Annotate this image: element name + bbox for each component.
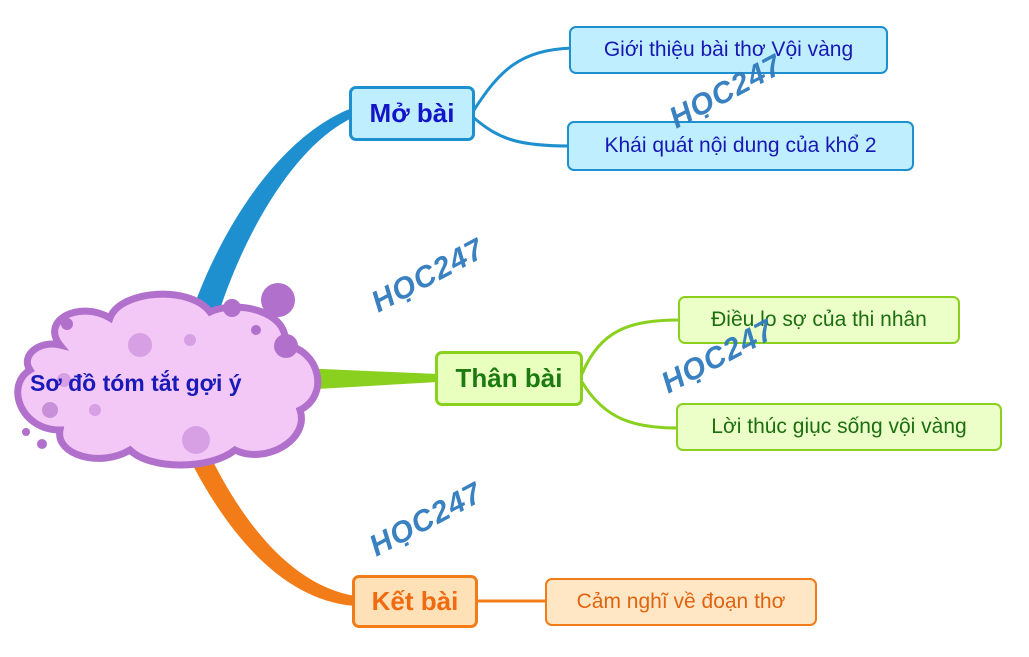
- branch-ket-bai[interactable]: Kết bài: [352, 575, 478, 628]
- connector-than-bai: [300, 368, 438, 390]
- leaf-loi-thuc-giuc-label: Lời thúc giục sống vội vàng: [711, 415, 967, 438]
- branch-ket-bai-label: Kết bài: [371, 586, 459, 616]
- leaf-khai-quat[interactable]: Khái quát nội dung của khổ 2: [567, 121, 914, 171]
- central-cloud: [14, 283, 322, 469]
- leaf-dieu-lo-so-label: Điều lo sợ của thi nhân: [711, 308, 927, 331]
- branch-mo-bai-label: Mở bài: [369, 98, 455, 128]
- branch-than-bai-label: Thân bài: [455, 363, 563, 393]
- branch-than-bai[interactable]: Thân bài: [435, 351, 583, 406]
- connector-ket-bai: [186, 445, 355, 606]
- leaf-khai-quat-label: Khái quát nội dung của khổ 2: [604, 134, 877, 157]
- leaf-dieu-lo-so[interactable]: Điều lo sợ của thi nhân: [678, 296, 960, 344]
- connector-mo-bai: [186, 108, 352, 336]
- leaf-gioi-thieu[interactable]: Giới thiệu bài thơ Vội vàng: [569, 26, 888, 74]
- branch-mo-bai[interactable]: Mở bài: [349, 86, 475, 141]
- leaf-loi-thuc-giuc[interactable]: Lời thúc giục sống vội vàng: [676, 403, 1002, 451]
- connector-than-bai-child-2: [580, 381, 679, 430]
- leaf-cam-nghi[interactable]: Cảm nghĩ về đoạn thơ: [545, 578, 817, 626]
- connector-mo-bai-child-2: [473, 116, 571, 148]
- center-topic-label: Sơ đồ tóm tắt gợi ý: [30, 370, 242, 396]
- leaf-gioi-thieu-label: Giới thiệu bài thơ Vội vàng: [603, 38, 854, 61]
- leaf-cam-nghi-label: Cảm nghĩ về đoạn thơ: [576, 590, 786, 613]
- connector-than-bai-child-1: [580, 318, 681, 375]
- connector-mo-bai-child-1: [472, 46, 573, 111]
